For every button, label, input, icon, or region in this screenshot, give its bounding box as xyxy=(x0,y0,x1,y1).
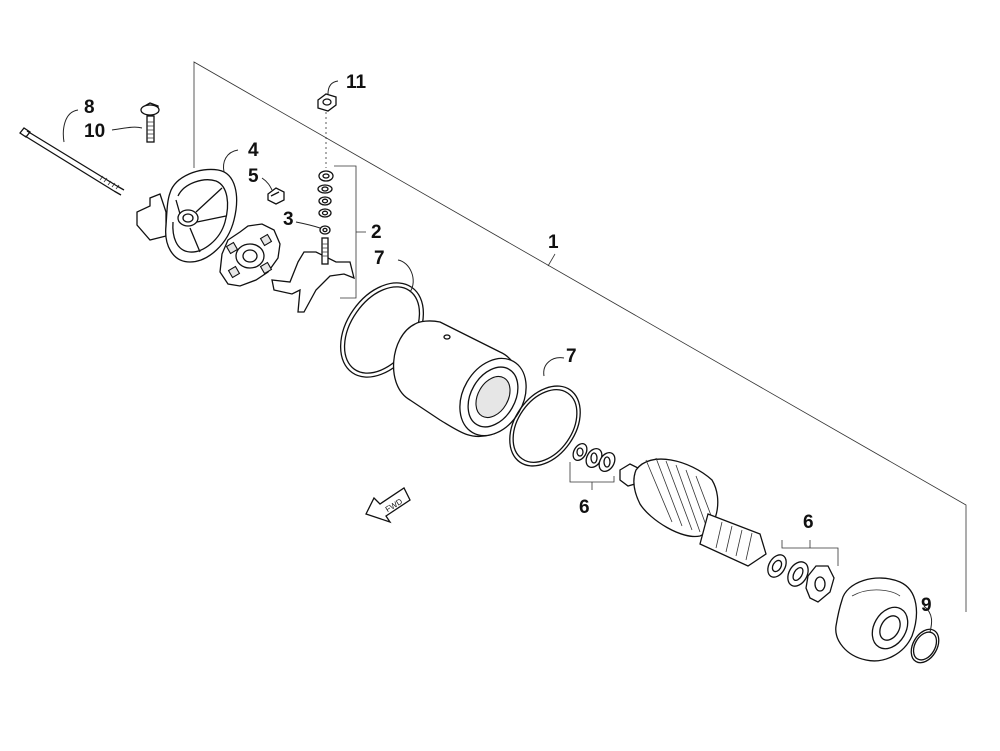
terminal-bracket-part-2 xyxy=(271,237,355,313)
callout-5: 5 xyxy=(248,166,259,187)
leader-lines xyxy=(62,80,933,633)
callout-6-right: 6 xyxy=(803,512,814,533)
forward-direction-arrow: FWD xyxy=(365,487,411,524)
callout-7-left: 7 xyxy=(374,248,385,269)
washer-stack-part-3 xyxy=(317,170,334,235)
callout-2: 2 xyxy=(371,222,382,243)
callout-1: 1 xyxy=(548,232,559,253)
clip-part-5 xyxy=(267,187,285,205)
callout-8: 8 xyxy=(84,97,95,118)
o-ring-part-9 xyxy=(910,628,940,664)
rear-cover-part-4 xyxy=(136,168,238,263)
callout-7-right: 7 xyxy=(566,346,577,367)
washer-set-part-6-left xyxy=(569,442,616,490)
callout-3: 3 xyxy=(283,209,294,230)
assembly-bracket-1 xyxy=(193,61,967,612)
through-bolt-part-8 xyxy=(19,127,125,196)
callout-9: 9 xyxy=(921,595,932,616)
callout-6-left: 6 xyxy=(579,497,590,518)
front-cover xyxy=(835,577,918,662)
nut-part-11 xyxy=(317,93,337,112)
yoke-housing xyxy=(392,320,527,438)
kit-bracket-2 xyxy=(334,165,366,299)
callout-4: 4 xyxy=(248,140,259,161)
callout-labels: 1 2 3 4 5 6 6 7 7 8 9 10 11 xyxy=(84,72,932,616)
armature xyxy=(619,457,767,567)
callout-11: 11 xyxy=(346,72,367,93)
o-ring-part-7-right xyxy=(509,385,581,467)
bolt-part-10 xyxy=(140,102,160,143)
callout-10: 10 xyxy=(84,121,105,142)
washer-set-part-6-right xyxy=(767,540,839,603)
brush-plate xyxy=(219,223,281,287)
